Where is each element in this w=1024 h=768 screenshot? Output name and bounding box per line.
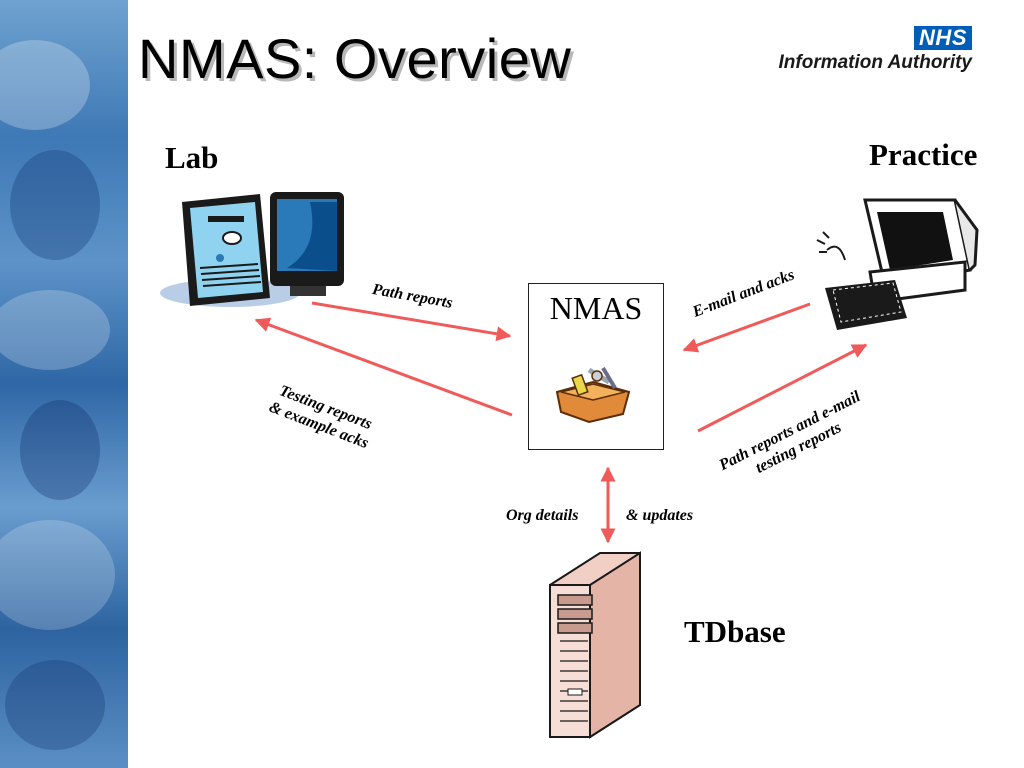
organisation-name: Information Authority [778, 52, 973, 73]
server-and-monitor-icon [160, 192, 344, 307]
label-org-details: Org details [506, 507, 579, 524]
desktop-computer-icon [816, 198, 979, 330]
tdbase-label: TDbase [684, 614, 786, 649]
arrow-nmas-to-lab [254, 317, 513, 417]
tower-server-icon [549, 551, 641, 739]
nhs-logo: NHS Information Authority [778, 26, 973, 74]
nmas-label: NMAS [549, 290, 643, 326]
arrow-lab-to-nmas [311, 301, 512, 342]
side-photo-strip [0, 0, 128, 768]
practice-label: Practice [869, 137, 978, 172]
toolbox-icon [555, 366, 631, 424]
arrow-practice-to-nmas [682, 302, 811, 353]
label-updates: & updates [626, 507, 694, 524]
nmas-node: NMAS [528, 283, 664, 450]
nhs-badge: NHS [914, 26, 972, 50]
arrow-nmas-to-practice [697, 343, 868, 433]
lab-label: Lab [165, 140, 219, 175]
slide-title: NMAS: Overview [138, 27, 572, 90]
